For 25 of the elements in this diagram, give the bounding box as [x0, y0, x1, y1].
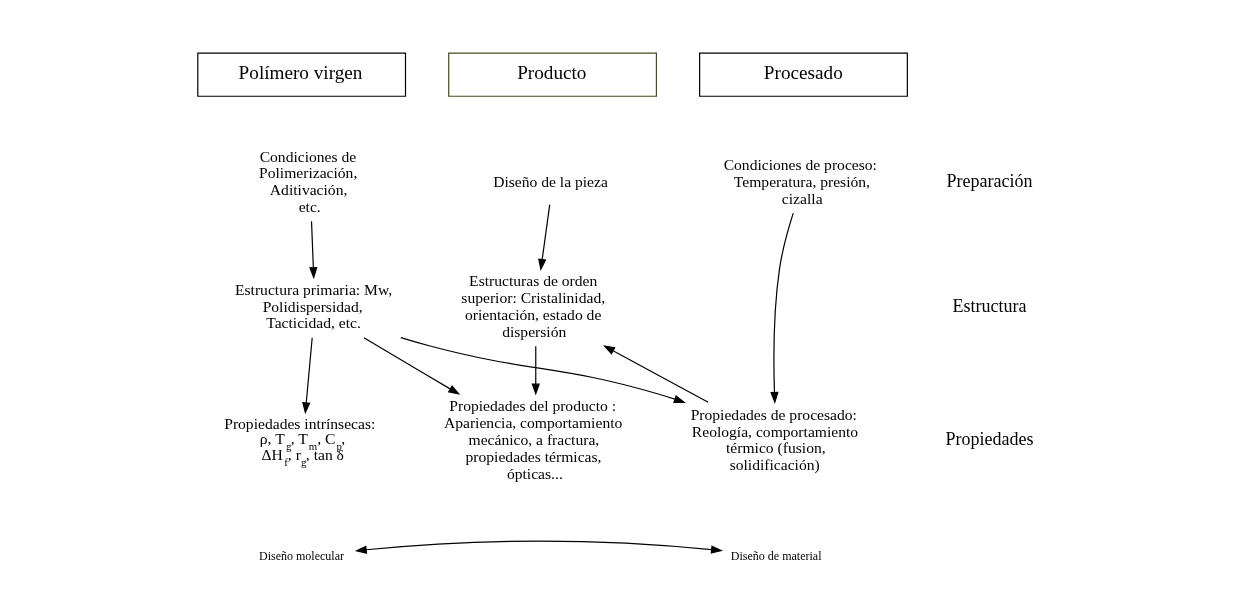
node-text: Condiciones de Polimerización, Aditivación, etc. — [259, 147, 358, 215]
arrow — [363, 337, 461, 395]
label: Propiedades — [945, 429, 1034, 450]
node-text: Propiedades del producto : Apariencia, comportamiento mecánico, a fractura, propiedades térmicas, ópticas... — [443, 397, 623, 482]
node-text: Diseño de material — [730, 549, 822, 564]
arrow — [770, 212, 794, 404]
node-text: Diseño de la pieza — [493, 172, 608, 190]
arrow — [603, 345, 709, 403]
node-text: Estructuras de orden superior: Cristalinidad, orientación, estado de dispersión — [461, 272, 606, 340]
arrow — [531, 345, 540, 396]
arrow — [309, 220, 318, 280]
node-text: Condiciones de proceso: Temperatura, presión, cizalla — [723, 155, 877, 207]
arrow — [354, 540, 724, 554]
arrow — [400, 337, 686, 404]
node-text: Propiedades intrínsecas: ρ, T$_{g}$, T$_{m}$, C$_{p}$, ΔH$_{f}$, r$_{g}$, tan δ — [224, 414, 376, 468]
label: Preparación — [946, 170, 1033, 191]
node-text: Propiedades de procesado: Reología, comportamiento térmico (fusion, solidificación) — [690, 405, 859, 474]
node-box: Procesado — [699, 52, 908, 97]
label: Estructura — [952, 295, 1027, 316]
node-text: Diseño molecular — [259, 549, 345, 564]
arrow — [538, 204, 551, 271]
arrow — [302, 337, 313, 415]
node-box: Polímero virgen — [197, 52, 407, 97]
node-box: Producto — [448, 52, 657, 97]
node-text: Estructura primaria: Mw, Polidispersidad, Tacticidad, etc. — [235, 280, 393, 332]
